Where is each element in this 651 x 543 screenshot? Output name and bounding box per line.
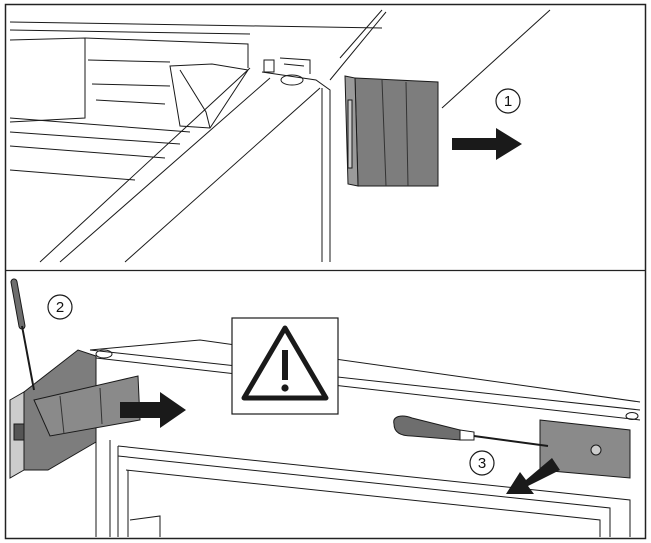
door-diagonals xyxy=(39,67,321,263)
outer-frame xyxy=(4,3,647,540)
bracket-clip xyxy=(13,423,25,441)
screwdriver-collar xyxy=(459,429,475,441)
hinge-plate-screw xyxy=(590,444,602,456)
door-right-edge xyxy=(261,71,331,262)
step-2-label: 2 xyxy=(56,299,64,316)
cabinet-top-back-edge xyxy=(89,339,641,403)
arrow-down-left-icon xyxy=(506,458,560,494)
cover-clip xyxy=(347,99,353,169)
front-panel-corner xyxy=(129,515,161,537)
hinge-bracket-arm xyxy=(33,375,141,437)
screw-hole-left xyxy=(95,349,113,359)
step-3-label: 3 xyxy=(478,455,486,472)
step-3-marker: 3 xyxy=(469,450,495,476)
hinge-block xyxy=(169,63,249,129)
step-1-label: 1 xyxy=(504,93,512,110)
bottom-panel xyxy=(9,278,641,537)
cover-part xyxy=(354,77,439,187)
screwdriver-icon xyxy=(393,415,461,441)
hinge-pin xyxy=(280,74,304,86)
cabinet-top-edge xyxy=(9,21,383,35)
hinge-block-edge xyxy=(179,69,211,129)
front-panel-top-edge xyxy=(117,445,631,537)
screwdriver-shaft xyxy=(473,435,549,447)
warning-triangle-icon xyxy=(231,317,339,415)
step-2-marker: 2 xyxy=(47,294,73,320)
tray-inner-lines xyxy=(87,59,171,105)
screwdriver-left-handle-fill xyxy=(11,279,25,329)
front-panel-inner-lines xyxy=(117,455,611,537)
hinge-plate-right xyxy=(539,419,631,479)
wall-line-right xyxy=(441,9,551,109)
cabinet-top-front-edge xyxy=(89,349,641,421)
hinge-bracket xyxy=(263,57,311,74)
rail-lines xyxy=(9,117,191,181)
arrow-right-icon-step2 xyxy=(120,392,186,428)
cabinet-corner-lines xyxy=(329,9,387,81)
top-panel xyxy=(9,9,551,263)
tray-top xyxy=(84,37,249,68)
tray-left xyxy=(9,37,86,123)
bracket-ribs xyxy=(59,387,103,435)
screw-hole-right xyxy=(625,412,639,420)
step-1-marker: 1 xyxy=(495,88,521,114)
front-panel-inner-left xyxy=(117,446,129,537)
screwdriver-left-shaft xyxy=(21,325,35,391)
arrow-right-icon xyxy=(452,128,522,160)
cover-ribs xyxy=(381,79,409,187)
